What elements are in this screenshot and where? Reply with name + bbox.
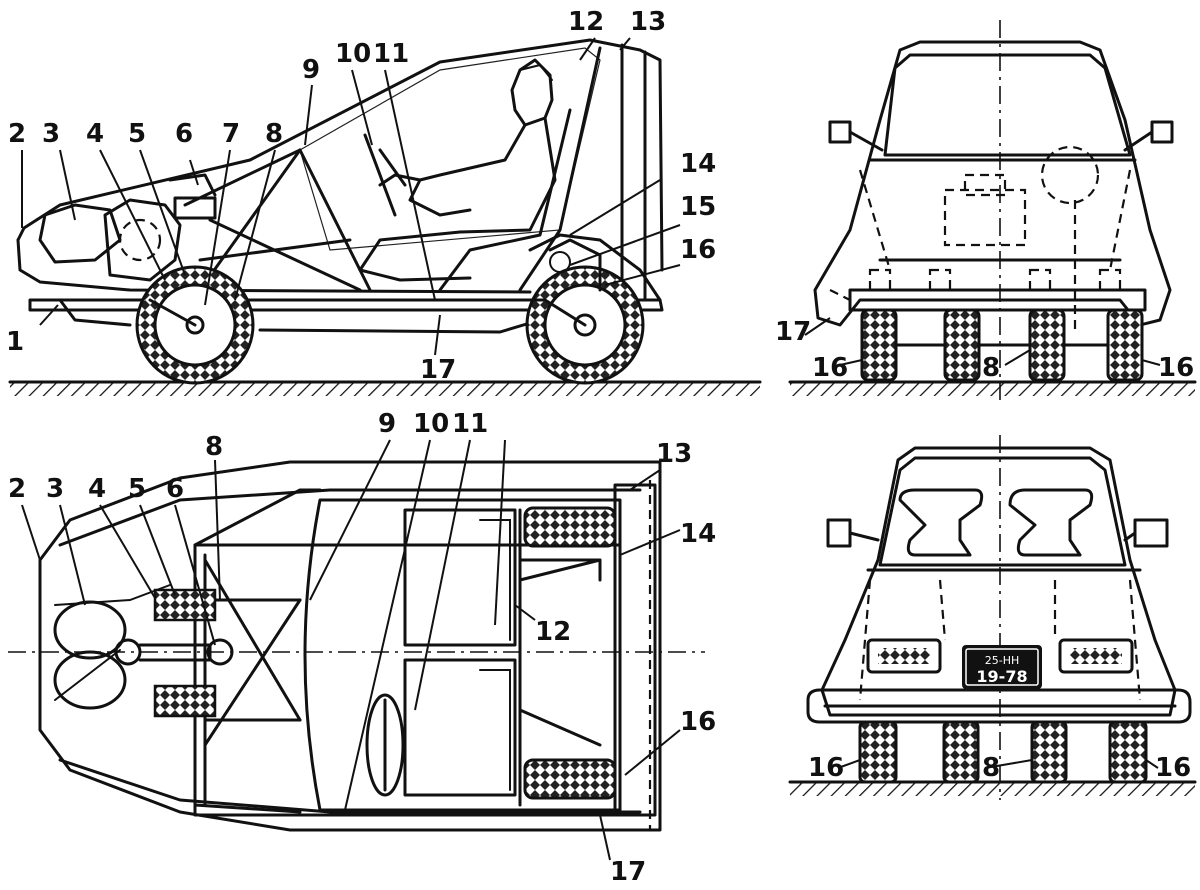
top-labels: 2 3 4 5 6 8 9 10 11 13 14 12 16 17 xyxy=(8,409,716,887)
top-label-9: 9 xyxy=(378,409,396,439)
top-label-6: 6 xyxy=(166,474,184,504)
top-rear-wheel-lower xyxy=(523,758,617,800)
label-10: 10 xyxy=(335,39,371,69)
tail-light-left xyxy=(866,638,942,674)
label-16: 16 xyxy=(680,235,716,265)
front-label-16-left: 16 xyxy=(812,353,848,383)
top-view: 2 3 4 5 6 8 9 10 11 13 14 12 16 17 xyxy=(8,409,716,887)
rear-wheel-mid-right xyxy=(1030,720,1068,784)
seat-right xyxy=(403,658,517,797)
front-view: 17 16 8 16 xyxy=(775,20,1197,400)
rear-label-16-left: 16 xyxy=(808,753,844,783)
driver-figure xyxy=(358,58,557,282)
plate-line-2: 19-78 xyxy=(976,667,1027,686)
rear-wheel-mid-left xyxy=(942,720,980,784)
label-5: 5 xyxy=(128,119,146,149)
canopy-side xyxy=(16,38,664,272)
top-label-14: 14 xyxy=(680,519,716,549)
rear-wheel-side xyxy=(518,238,645,385)
label-9: 9 xyxy=(302,55,320,85)
front-wheel-side xyxy=(135,265,255,385)
top-body-outline xyxy=(38,460,662,832)
front-body xyxy=(813,40,1172,327)
front-wheel-mid-right xyxy=(1028,308,1066,382)
front-wheel-left xyxy=(860,308,898,382)
label-1: 1 xyxy=(6,327,24,357)
top-label-12: 12 xyxy=(535,617,571,647)
top-label-8: 8 xyxy=(205,432,223,462)
rear-window xyxy=(878,456,1127,567)
rear-label-8: 8 xyxy=(982,753,1000,783)
top-label-17: 17 xyxy=(610,857,646,887)
label-7: 7 xyxy=(222,119,240,149)
front-label-16-right: 16 xyxy=(1158,353,1194,383)
top-windscreen xyxy=(303,498,622,812)
rear-wheel-right xyxy=(1108,720,1148,784)
side-labels: 1 2 3 4 5 6 7 8 9 10 11 12 13 14 15 16 1… xyxy=(6,7,716,385)
top-label-16: 16 xyxy=(680,707,716,737)
seat-left xyxy=(403,508,517,647)
top-rear-wheel-upper xyxy=(523,506,617,548)
rear-wheel-left xyxy=(858,720,898,784)
top-label-13: 13 xyxy=(656,439,692,469)
front-wheel-mid-left xyxy=(943,308,981,382)
top-label-5: 5 xyxy=(128,474,146,504)
label-11: 11 xyxy=(373,39,409,69)
side-leaders xyxy=(21,37,681,356)
top-label-10: 10 xyxy=(413,409,449,439)
plate-line-1: 25-НН xyxy=(985,654,1020,667)
body-lower-side xyxy=(16,238,532,294)
rear-label-16-right: 16 xyxy=(1155,753,1191,783)
label-2: 2 xyxy=(8,119,26,149)
label-3: 3 xyxy=(42,119,60,149)
engine-top xyxy=(53,584,234,718)
side-view: 1 2 3 4 5 6 7 8 9 10 11 12 13 14 15 16 1… xyxy=(6,7,762,396)
label-13: 13 xyxy=(630,7,666,37)
top-label-3: 3 xyxy=(46,474,64,504)
top-steering-wheel xyxy=(365,693,405,797)
front-label-8: 8 xyxy=(982,353,1000,383)
label-6: 6 xyxy=(175,119,193,149)
label-15: 15 xyxy=(680,192,716,222)
rear-view: 25-НН 19-78 16 8 16 xyxy=(788,435,1197,800)
label-12: 12 xyxy=(568,7,604,37)
front-windscreen xyxy=(883,53,1132,157)
front-label-17: 17 xyxy=(775,317,811,347)
tail-light-right xyxy=(1058,638,1134,674)
engine-side xyxy=(38,173,217,282)
label-14: 14 xyxy=(680,149,716,179)
top-label-2: 2 xyxy=(8,474,26,504)
label-17: 17 xyxy=(420,355,456,385)
label-4: 4 xyxy=(86,119,104,149)
label-8: 8 xyxy=(265,119,283,149)
licence-plate: 25-НН 19-78 xyxy=(962,645,1042,689)
front-wheel-right xyxy=(1106,308,1144,382)
ground-side xyxy=(10,382,760,396)
top-label-4: 4 xyxy=(88,474,106,504)
top-label-11: 11 xyxy=(452,409,488,439)
